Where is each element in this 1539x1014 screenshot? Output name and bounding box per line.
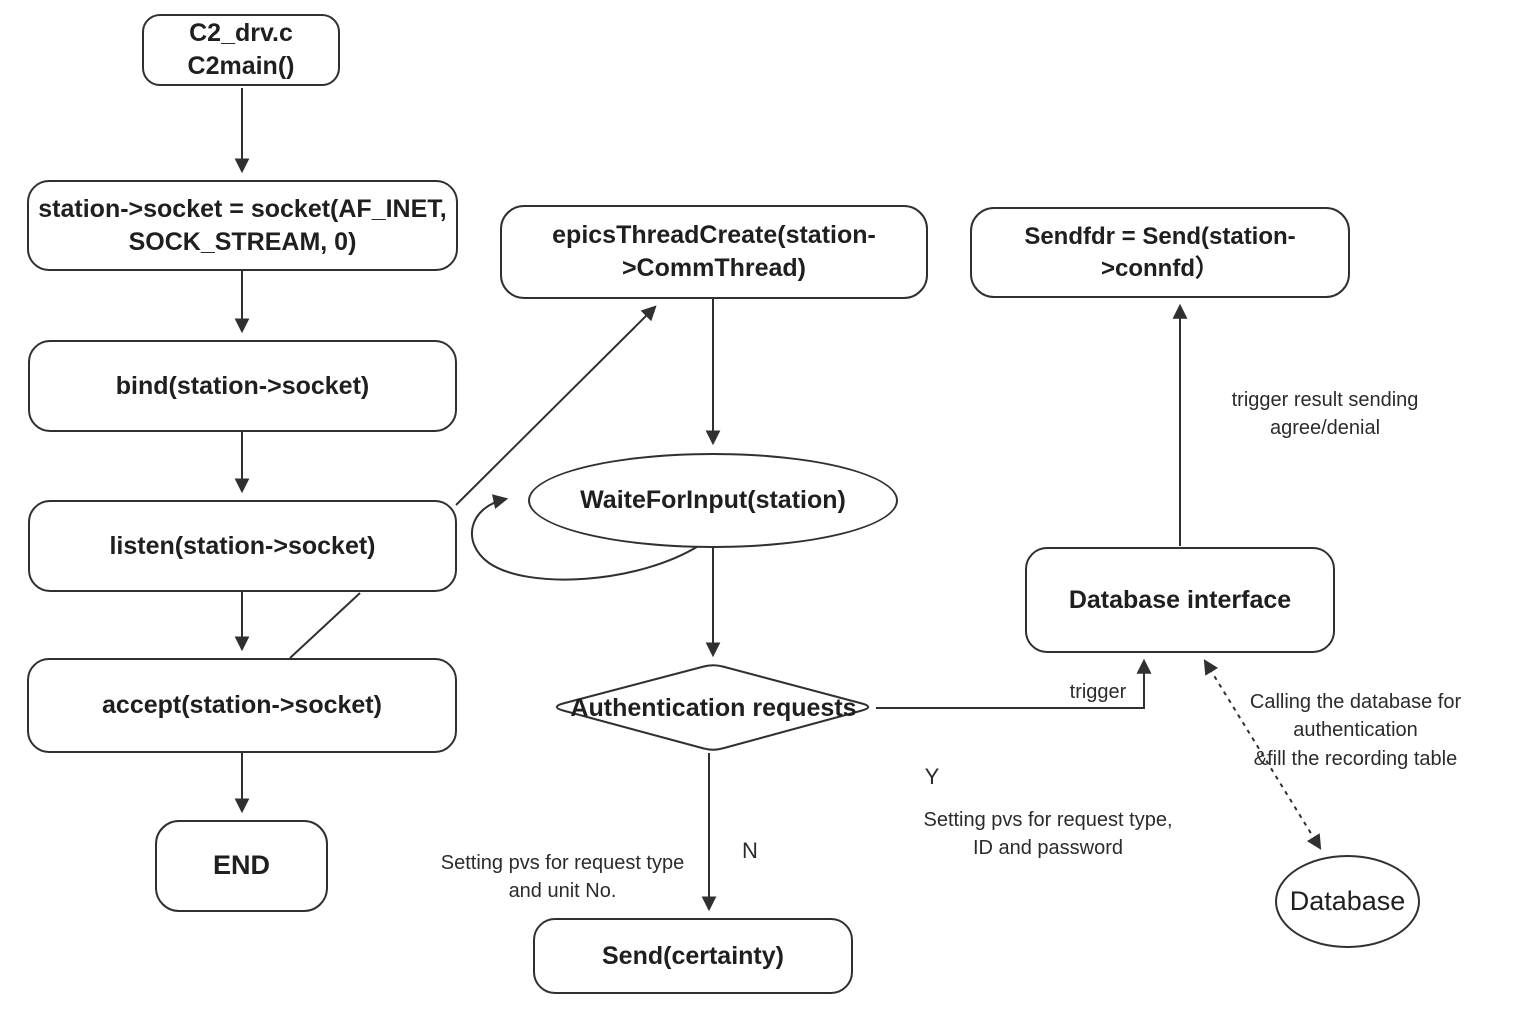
node-send-certainty: Send(certainty)	[533, 918, 853, 994]
annotation-trigger: trigger	[1069, 681, 1127, 703]
arrow-listen-to-epicsthreadcreate	[455, 305, 657, 506]
annotation-branch-yes: Y	[924, 764, 940, 789]
annotation-branch-no: N	[742, 838, 758, 863]
node-c2main: C2_drv.c C2main()	[142, 14, 340, 86]
node-socket-call: station->socket = socket(AF_INET, SOCK_S…	[27, 180, 458, 271]
node-waite-for-input: WaiteForInput(station)	[528, 453, 898, 548]
line-listen-accept-diagonal	[289, 592, 361, 659]
node-sendfdr: Sendfdr = Send(station->connfd）	[970, 207, 1350, 298]
node-database: Database	[1275, 855, 1420, 948]
node-bind-call: bind(station->socket)	[28, 340, 457, 432]
authentication-diamond-shape	[555, 664, 870, 751]
annotation-setting-pvs-id: Setting pvs for request type, ID and pas…	[923, 809, 1173, 860]
arrow-authentication-to-databaseinterface	[876, 658, 1152, 709]
node-epics-thread-create: epicsThreadCreate(station- >CommThread)	[500, 205, 928, 299]
node-accept-call: accept(station->socket)	[27, 658, 457, 753]
node-database-interface: Database interface	[1025, 547, 1335, 653]
node-end: END	[155, 820, 328, 912]
annotation-calling-db: Calling the database for authentication …	[1249, 691, 1462, 770]
annotation-setting-pvs-unit: Setting pvs for request type and unit No…	[440, 852, 685, 903]
self-loop-waiteforinput	[471, 494, 701, 581]
dashed-arrow-databaseinterface-database	[1203, 659, 1322, 850]
node-authentication-requests-label: Authentication requests	[570, 693, 857, 722]
annotation-trigger-result: trigger result sending agree/denial	[1231, 389, 1419, 440]
node-listen-call: listen(station->socket)	[28, 500, 457, 592]
